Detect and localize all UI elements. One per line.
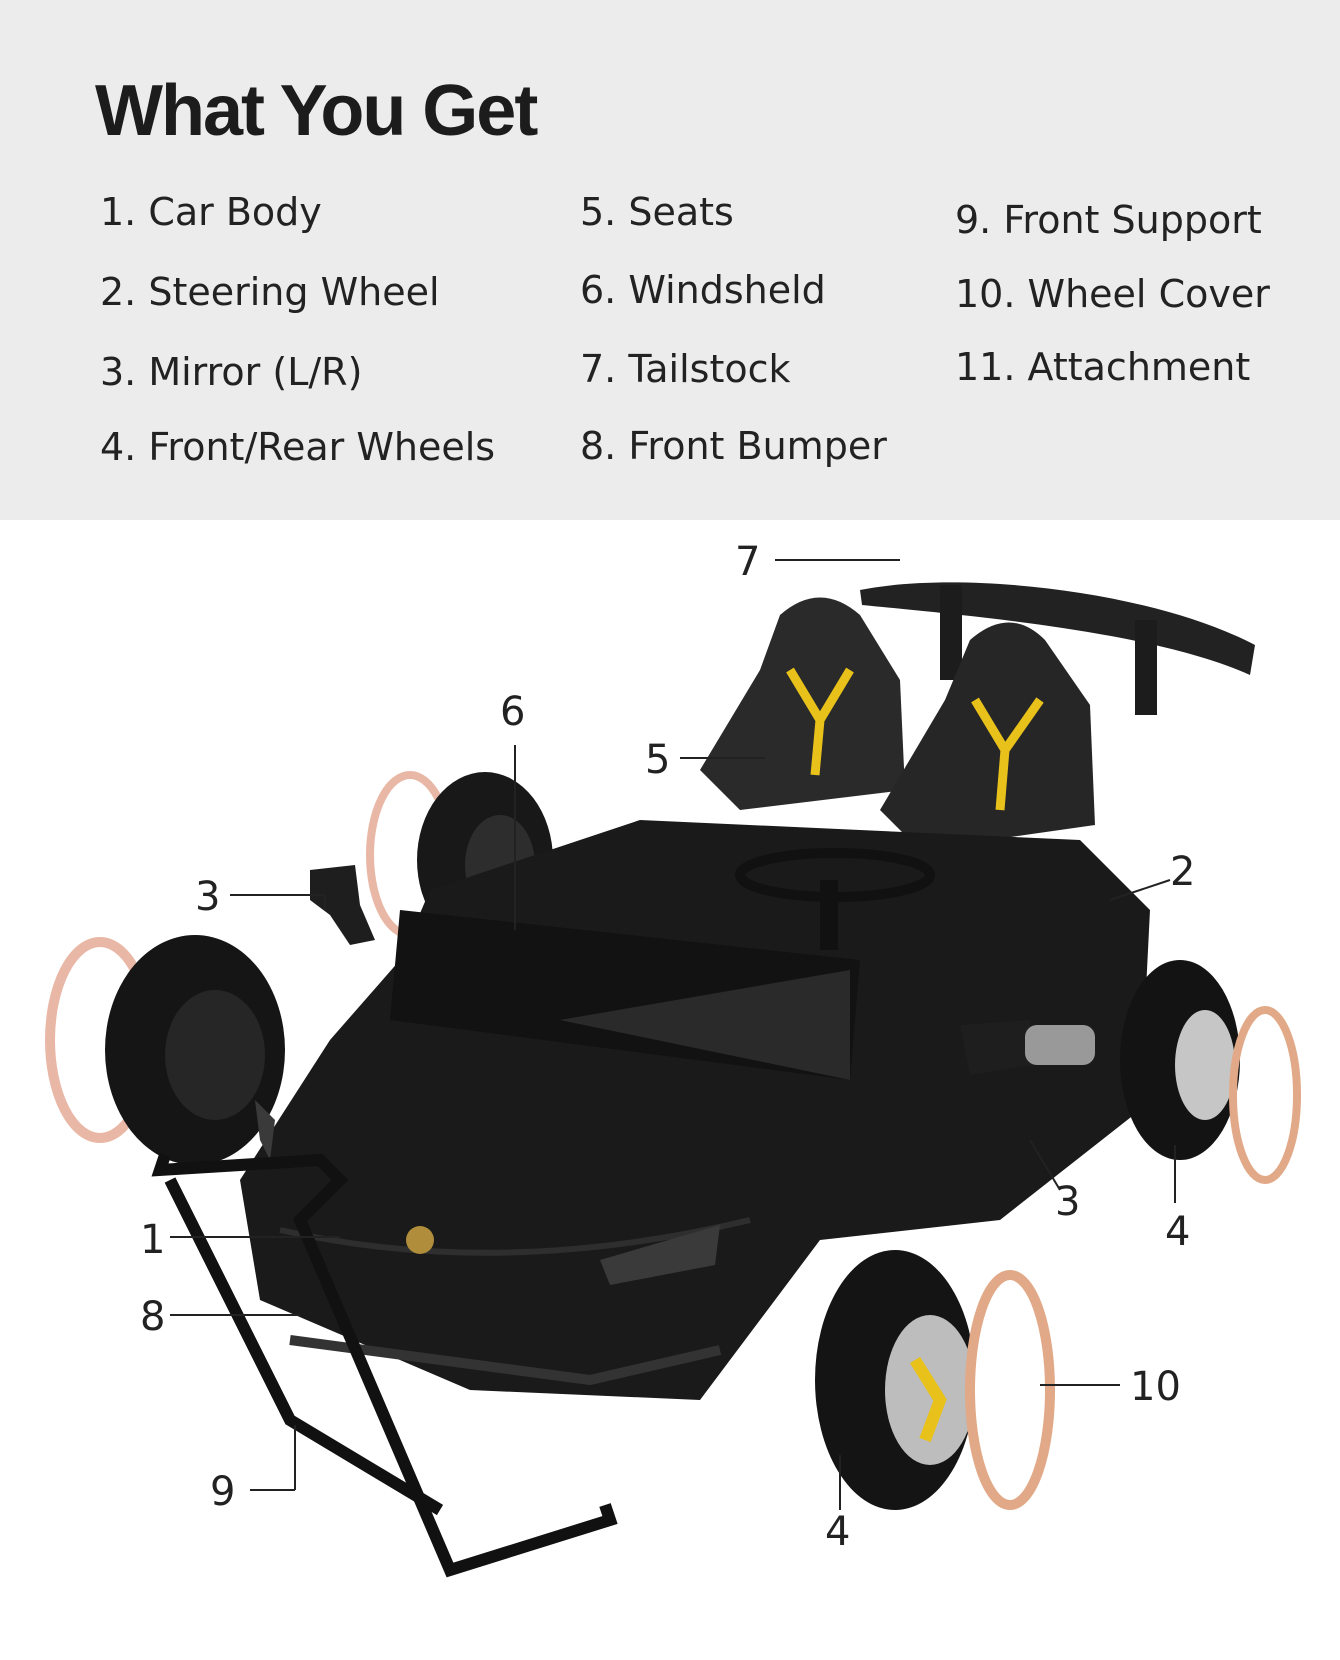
callout-5: 5 <box>645 737 670 783</box>
front-right-wheel-part <box>815 1250 1055 1510</box>
callout-2: 2 <box>1170 849 1195 895</box>
seats-part <box>700 597 1095 850</box>
callout-9: 9 <box>210 1469 235 1515</box>
callout-lines <box>170 559 1176 1510</box>
tailstock-part <box>860 582 1255 715</box>
parts-item-attachment: 11. Attachment <box>955 345 1251 389</box>
parts-list-panel: What You Get 1. Car Body 2. Steering Whe… <box>0 0 1340 520</box>
callout-7: 7 <box>735 539 760 585</box>
front-bumper-part <box>289 1335 722 1386</box>
callout-6: 6 <box>500 689 525 735</box>
page-title: What You Get <box>95 71 538 151</box>
callout-8: 8 <box>140 1294 165 1340</box>
callout-3-right: 3 <box>1055 1179 1080 1225</box>
parts-item-front-support: 9. Front Support <box>955 198 1262 242</box>
car-body-part <box>240 820 1150 1400</box>
rear-right-wheel-part <box>1120 960 1301 1184</box>
parts-item-wheels: 4. Front/Rear Wheels <box>100 425 496 469</box>
parts-item-car-body: 1. Car Body <box>100 190 322 234</box>
parts-item-seats: 5. Seats <box>580 190 734 234</box>
exploded-car-diagram: 7 6 5 3 2 1 8 9 4 3 4 10 <box>0 520 1340 1660</box>
parts-item-steering-wheel: 2. Steering Wheel <box>100 270 440 314</box>
parts-item-mirror: 3. Mirror (L/R) <box>100 350 363 394</box>
parts-item-wheel-cover: 10. Wheel Cover <box>955 272 1270 316</box>
parts-item-windshield: 6. Windsheld <box>580 268 826 312</box>
parts-item-tailstock: 7. Tailstock <box>580 347 791 391</box>
front-support-part <box>151 1153 618 1578</box>
callout-4-front: 4 <box>825 1509 850 1555</box>
callout-10: 10 <box>1130 1364 1181 1410</box>
front-left-wheel-part <box>45 935 285 1165</box>
callout-1: 1 <box>140 1217 165 1263</box>
callout-3-left: 3 <box>195 874 220 920</box>
callout-4-right: 4 <box>1165 1209 1190 1255</box>
mirror-part <box>310 865 375 945</box>
parts-item-front-bumper: 8. Front Bumper <box>580 424 887 468</box>
car-illustration: 7 6 5 3 2 1 8 9 4 3 4 10 <box>45 539 1301 1578</box>
